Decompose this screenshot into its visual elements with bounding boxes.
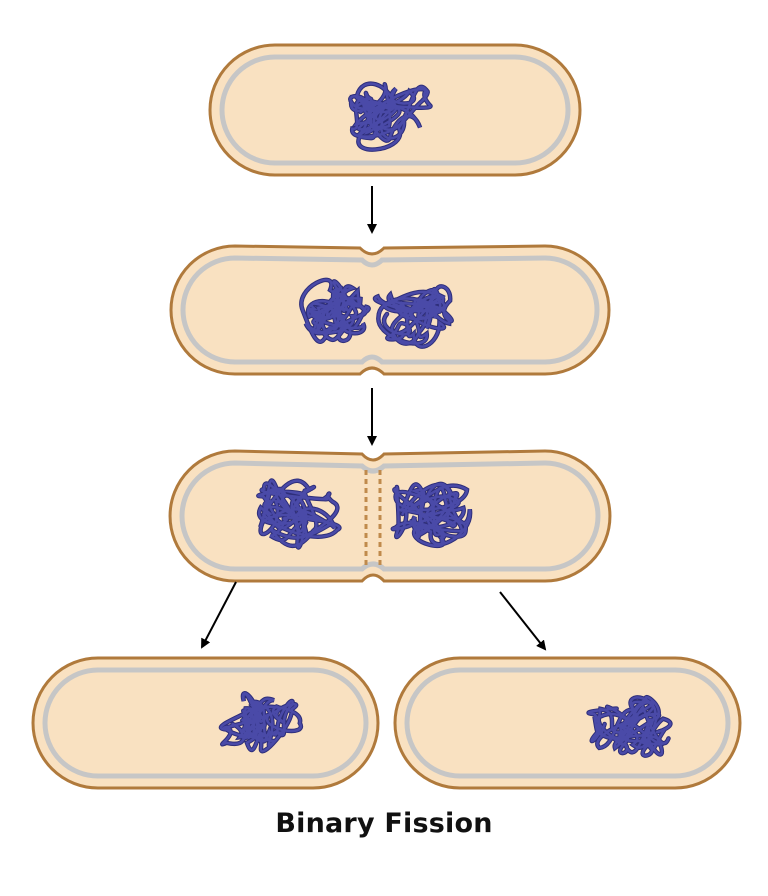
nucleoid: [218, 691, 304, 754]
septum: [364, 470, 382, 566]
cell-stage-1: [208, 43, 582, 177]
cell-stage-3: [168, 449, 612, 583]
dna-strand: [373, 285, 453, 348]
dna-strand: [257, 479, 341, 549]
daughter-cell-right: [393, 656, 742, 790]
nucleoid: [348, 81, 433, 152]
cell-stage-2: [169, 244, 611, 376]
dna-strand: [300, 278, 370, 343]
diagonal-arrow-icon: [499, 591, 547, 651]
dna-strand: [349, 82, 432, 151]
nucleoid: [372, 284, 454, 349]
dna-strand: [391, 482, 472, 547]
nucleoid: [390, 481, 473, 548]
daughter-cell-left: [31, 656, 380, 790]
diagonal-arrow-icon: [201, 581, 237, 649]
nucleoid: [256, 478, 342, 550]
dna-strand: [587, 696, 672, 757]
diagram-caption: Binary Fission: [275, 808, 493, 839]
nucleoid: [586, 695, 673, 758]
nucleoid: [299, 277, 371, 344]
dna-strand: [219, 692, 303, 753]
